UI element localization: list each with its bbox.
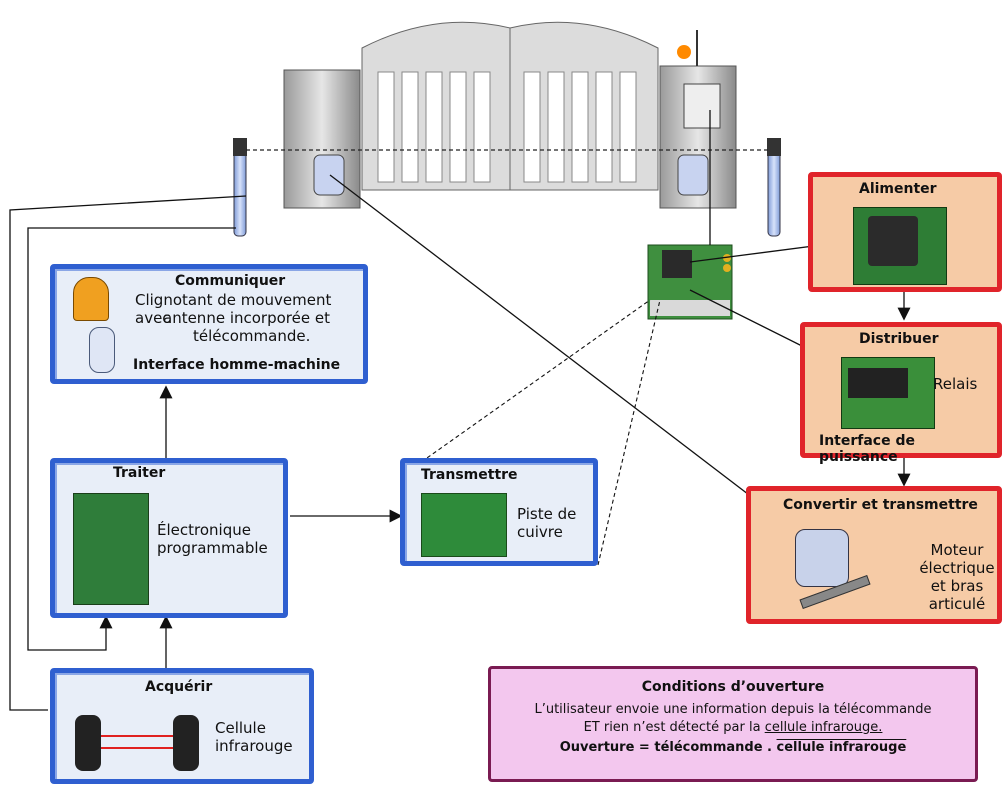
ir-cell-left-icon — [75, 715, 101, 771]
transmettre-line1: Piste de — [517, 505, 577, 523]
traiter-title: Traiter — [113, 465, 166, 481]
ir-cell-right-icon — [173, 715, 199, 771]
alimenter-box: Alimenter — [808, 172, 1002, 292]
acquerir-title: Acquérir — [145, 679, 213, 695]
conditions-line2: ET rien n’est détecté par la cellule inf… — [491, 719, 975, 737]
relais-label: Relais — [933, 375, 978, 393]
distribuer-box: Distribuer Relais Interface de puissance — [800, 322, 1002, 465]
convertir-title: Convertir et transmettre — [783, 497, 978, 513]
conditions-title: Conditions d’ouverture — [641, 679, 825, 695]
convertir-line3: et bras — [930, 577, 984, 595]
alimenter-title: Alimenter — [859, 181, 937, 197]
traiter-box: Traiter Électronique programmable — [50, 458, 288, 618]
power-supply-icon — [853, 207, 947, 285]
acquerir-box: Acquérir Cellule infrarouge — [50, 668, 314, 784]
communiquer-line2: antenne incorporée et — [163, 309, 330, 327]
programmable-board-icon — [73, 493, 149, 605]
infrared-beam-icon — [101, 735, 173, 749]
convertir-line1: Moteur — [930, 541, 984, 559]
communiquer-box: Communiquer Clignotant de mouvement avec… — [50, 264, 368, 384]
traiter-line1: Électronique — [157, 521, 251, 539]
relay-board-icon — [841, 357, 935, 429]
convertir-box: Convertir et transmettre Moteur électriq… — [746, 486, 1002, 624]
control-board — [647, 244, 733, 320]
copper-track-icon — [421, 493, 507, 557]
acquerir-line1: Cellule — [215, 719, 266, 737]
distribuer-footer: Interface de puissance — [819, 433, 915, 465]
traiter-line2: programmable — [157, 539, 268, 557]
remote-control-icon — [89, 327, 115, 373]
convertir-line2: électrique — [919, 559, 995, 577]
communiquer-line1: Clignotant de mouvement avec — [135, 291, 332, 327]
flashing-light-icon — [73, 277, 109, 321]
communiquer-footer: Interface homme-machine — [133, 357, 341, 373]
conditions-line2-prefix: ET rien n’est détecté par la — [583, 720, 765, 735]
communiquer-title: Communiquer — [175, 273, 286, 289]
communiquer-line3: télécommande. — [193, 327, 311, 345]
conditions-formula: Ouverture = télécommande . cellule infra… — [491, 739, 975, 757]
acquerir-line2: infrarouge — [215, 737, 293, 755]
transmettre-title: Transmettre — [421, 467, 518, 483]
gate-illustration — [283, 21, 737, 209]
conditions-box: Conditions d’ouverture L’utilisateur env… — [488, 666, 978, 782]
transmettre-box: Transmettre Piste de cuivre — [400, 458, 598, 566]
formula-prefix: Ouverture = télécommande . — [559, 740, 777, 755]
distribuer-title: Distribuer — [859, 331, 939, 347]
conditions-line2-underlined: cellule infrarouge. — [764, 720, 883, 735]
motor-icon — [795, 529, 849, 587]
infrared-posts — [233, 138, 781, 237]
conditions-line1: L’utilisateur envoie une information dep… — [534, 702, 932, 717]
formula-overlined: cellule infrarouge — [776, 740, 907, 755]
convertir-line4: articulé — [928, 595, 986, 613]
transmettre-line2: cuivre — [517, 523, 563, 541]
